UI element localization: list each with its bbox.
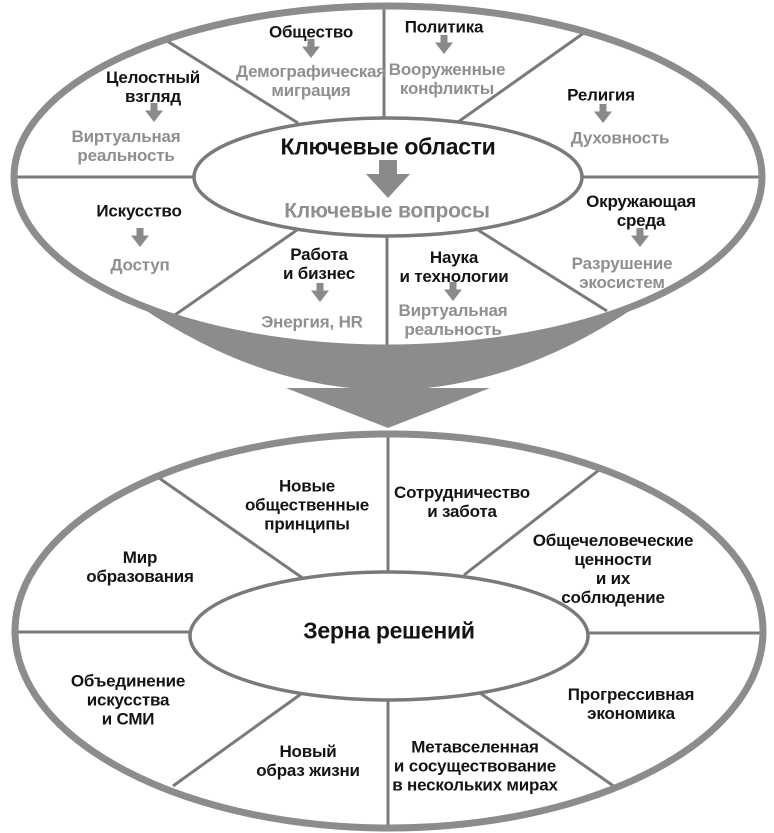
sector-issue-demographic-migration: Демографическая миграция [236, 62, 386, 100]
top-ellipse-title: Ключевые области [280, 133, 496, 160]
sector-issue-virtual-reality: Виртуальная реальность [71, 127, 181, 165]
seed-cooperation-care: Сотрудничество и забота [394, 483, 530, 521]
seed-new-way-of-life: Новый образ жизни [256, 742, 360, 780]
bottom-center-ellipse [188, 570, 590, 702]
sector-issue-energy-hr: Энергия, HR [261, 312, 363, 332]
sector-issue-ecosystem-destruction: Разрушение экосистем [571, 254, 673, 292]
sector-area-science-tech: Наука и технологии [399, 248, 509, 286]
seed-new-social-principles: Новые общественные принципы [244, 476, 370, 534]
bottom-ellipse-title: Зерна решений [303, 617, 475, 644]
down-arrow-icon [435, 35, 453, 54]
sector-area-holistic-view: Целостный взгляд [105, 68, 201, 106]
bottom-sector-divider-lines [16, 434, 762, 827]
top-ellipse-outline [10, 2, 766, 352]
sector-issue-virtual-reality-2: Виртуальная реальность [398, 301, 508, 339]
down-arrow-icon [311, 283, 329, 302]
sector-issue-spirituality: Духовность [570, 128, 670, 148]
sector-area-religion: Религия [567, 85, 635, 105]
sector-issue-access: Доступ [110, 255, 170, 275]
areas-to-issues-arrow-icon [366, 160, 410, 198]
seed-art-media-union: Объединение искусства и СМИ [70, 671, 186, 729]
transition-arrow [142, 308, 634, 428]
sector-area-work-business: Работа и бизнес [283, 245, 355, 283]
down-arrow-icon [131, 228, 149, 247]
bottom-ellipse-outline [11, 430, 767, 832]
sector-area-art: Искусство [96, 201, 182, 221]
sector-area-politics: Политика [404, 17, 484, 37]
down-arrow-icon [302, 39, 320, 58]
seed-universal-values: Общечеловеческие ценности и их соблюдени… [532, 531, 694, 607]
sector-area-environment: Окружающая среда [586, 192, 696, 230]
seed-progressive-economy: Прогрессивная экономика [567, 685, 695, 723]
sector-area-society: Общество [268, 22, 354, 42]
down-arrow-icon [594, 104, 612, 123]
seed-metaverse-coexistence: Метавселенная и сосуществование в нескол… [392, 737, 558, 795]
top-ellipse-subtitle: Ключевые вопросы [284, 199, 490, 223]
down-arrow-icon [631, 228, 649, 247]
seed-education-world: Мир образования [86, 548, 194, 586]
top-sector-divider-lines [15, 6, 761, 350]
sector-issue-armed-conflicts: Вооруженные конфликты [388, 60, 506, 98]
